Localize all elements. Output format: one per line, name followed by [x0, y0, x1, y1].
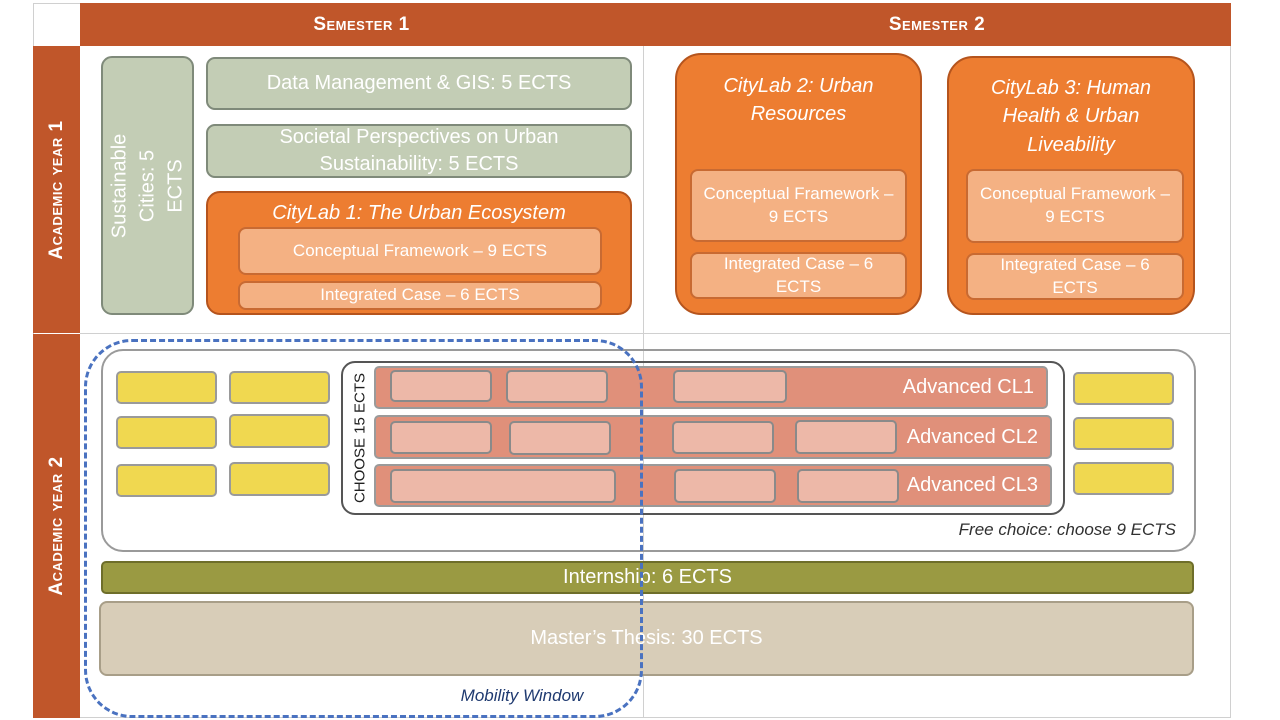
row-divider [80, 333, 1231, 334]
semester-2-header: Semester 2 [888, 13, 986, 35]
semester-1-header: Semester 1 [313, 13, 410, 35]
advanced-cl1-label: Advanced CL1 [902, 376, 1034, 398]
citylab-2-block: CityLab 2: Urban Resources Conceptual Fr… [675, 53, 922, 315]
academic-year-2-label: Academic year 2 [45, 456, 67, 596]
citylab-3-title: CityLab 3: Human Health & Urban Liveabil… [990, 77, 1152, 156]
course-slot [506, 370, 608, 403]
citylab-3-conceptual-framework: Conceptual Framework – 9 ECTS [966, 169, 1184, 243]
citylab-1-block: CityLab 1: The Urban Ecosystem Conceptua… [206, 191, 632, 315]
elective-slot [116, 464, 217, 497]
mobility-window-outline [84, 339, 643, 718]
course-slot [390, 421, 492, 454]
academic-year-1-label: Academic year 1 [45, 119, 67, 260]
elective-slot [1073, 417, 1174, 450]
course-slot [390, 370, 492, 402]
citylab-1-integrated-case: Integrated Case – 6 ECTS [238, 281, 602, 310]
choose-15-ects-container [341, 361, 1065, 515]
course-slot [795, 420, 897, 454]
academic-year-2-header: Academic year 2 [33, 334, 80, 718]
course-slot [390, 469, 616, 503]
course-slot [673, 370, 787, 403]
citylab-1-title: CityLab 1: The Urban Ecosystem [272, 202, 566, 224]
elective-slot [116, 416, 217, 449]
internship-module: Internship: 6 ECTS [101, 561, 1194, 594]
elective-slot [116, 371, 217, 404]
elective-slot [229, 462, 330, 496]
citylab-3-block: CityLab 3: Human Health & Urban Liveabil… [947, 56, 1195, 315]
course-slot [509, 421, 611, 455]
advanced-cl3-label: Advanced CL3 [906, 474, 1038, 496]
sustainable-cities-label: Sustainable Cities: 5 ECTS [108, 133, 187, 238]
sustainable-cities-module: Sustainable Cities: 5 ECTS [101, 56, 194, 315]
data-management-module: Data Management & GIS: 5 ECTS [206, 57, 632, 110]
semester-header-bar [80, 3, 1231, 46]
course-slot [672, 421, 774, 454]
citylab-1-conceptual-framework: Conceptual Framework – 9 ECTS [238, 227, 602, 275]
citylab-2-integrated-case: Integrated Case – 6 ECTS [690, 252, 907, 299]
academic-year-1-header: Academic year 1 [33, 46, 80, 333]
course-slot [797, 469, 899, 503]
masters-thesis-module: Master’s Thesis: 30 ECTS [99, 601, 1194, 676]
advanced-cl2-label: Advanced CL2 [906, 425, 1038, 448]
elective-slot [229, 414, 330, 448]
elective-slot [1073, 372, 1174, 405]
course-slot [674, 469, 776, 503]
elective-slot [1073, 462, 1174, 495]
elective-slot [229, 371, 330, 404]
mobility-window-label: Mobility Window [460, 686, 584, 705]
free-choice-label: Free choice: choose 9 ECTS [958, 520, 1176, 539]
free-choice-container [101, 349, 1196, 552]
citylab-3-integrated-case: Integrated Case – 6 ECTS [966, 253, 1184, 300]
citylab-2-title: CityLab 2: Urban Resources [723, 75, 874, 126]
citylab-2-conceptual-framework: Conceptual Framework – 9 ECTS [690, 169, 907, 242]
societal-perspectives-module: Societal Perspectives on Urban Sustainab… [206, 124, 632, 178]
